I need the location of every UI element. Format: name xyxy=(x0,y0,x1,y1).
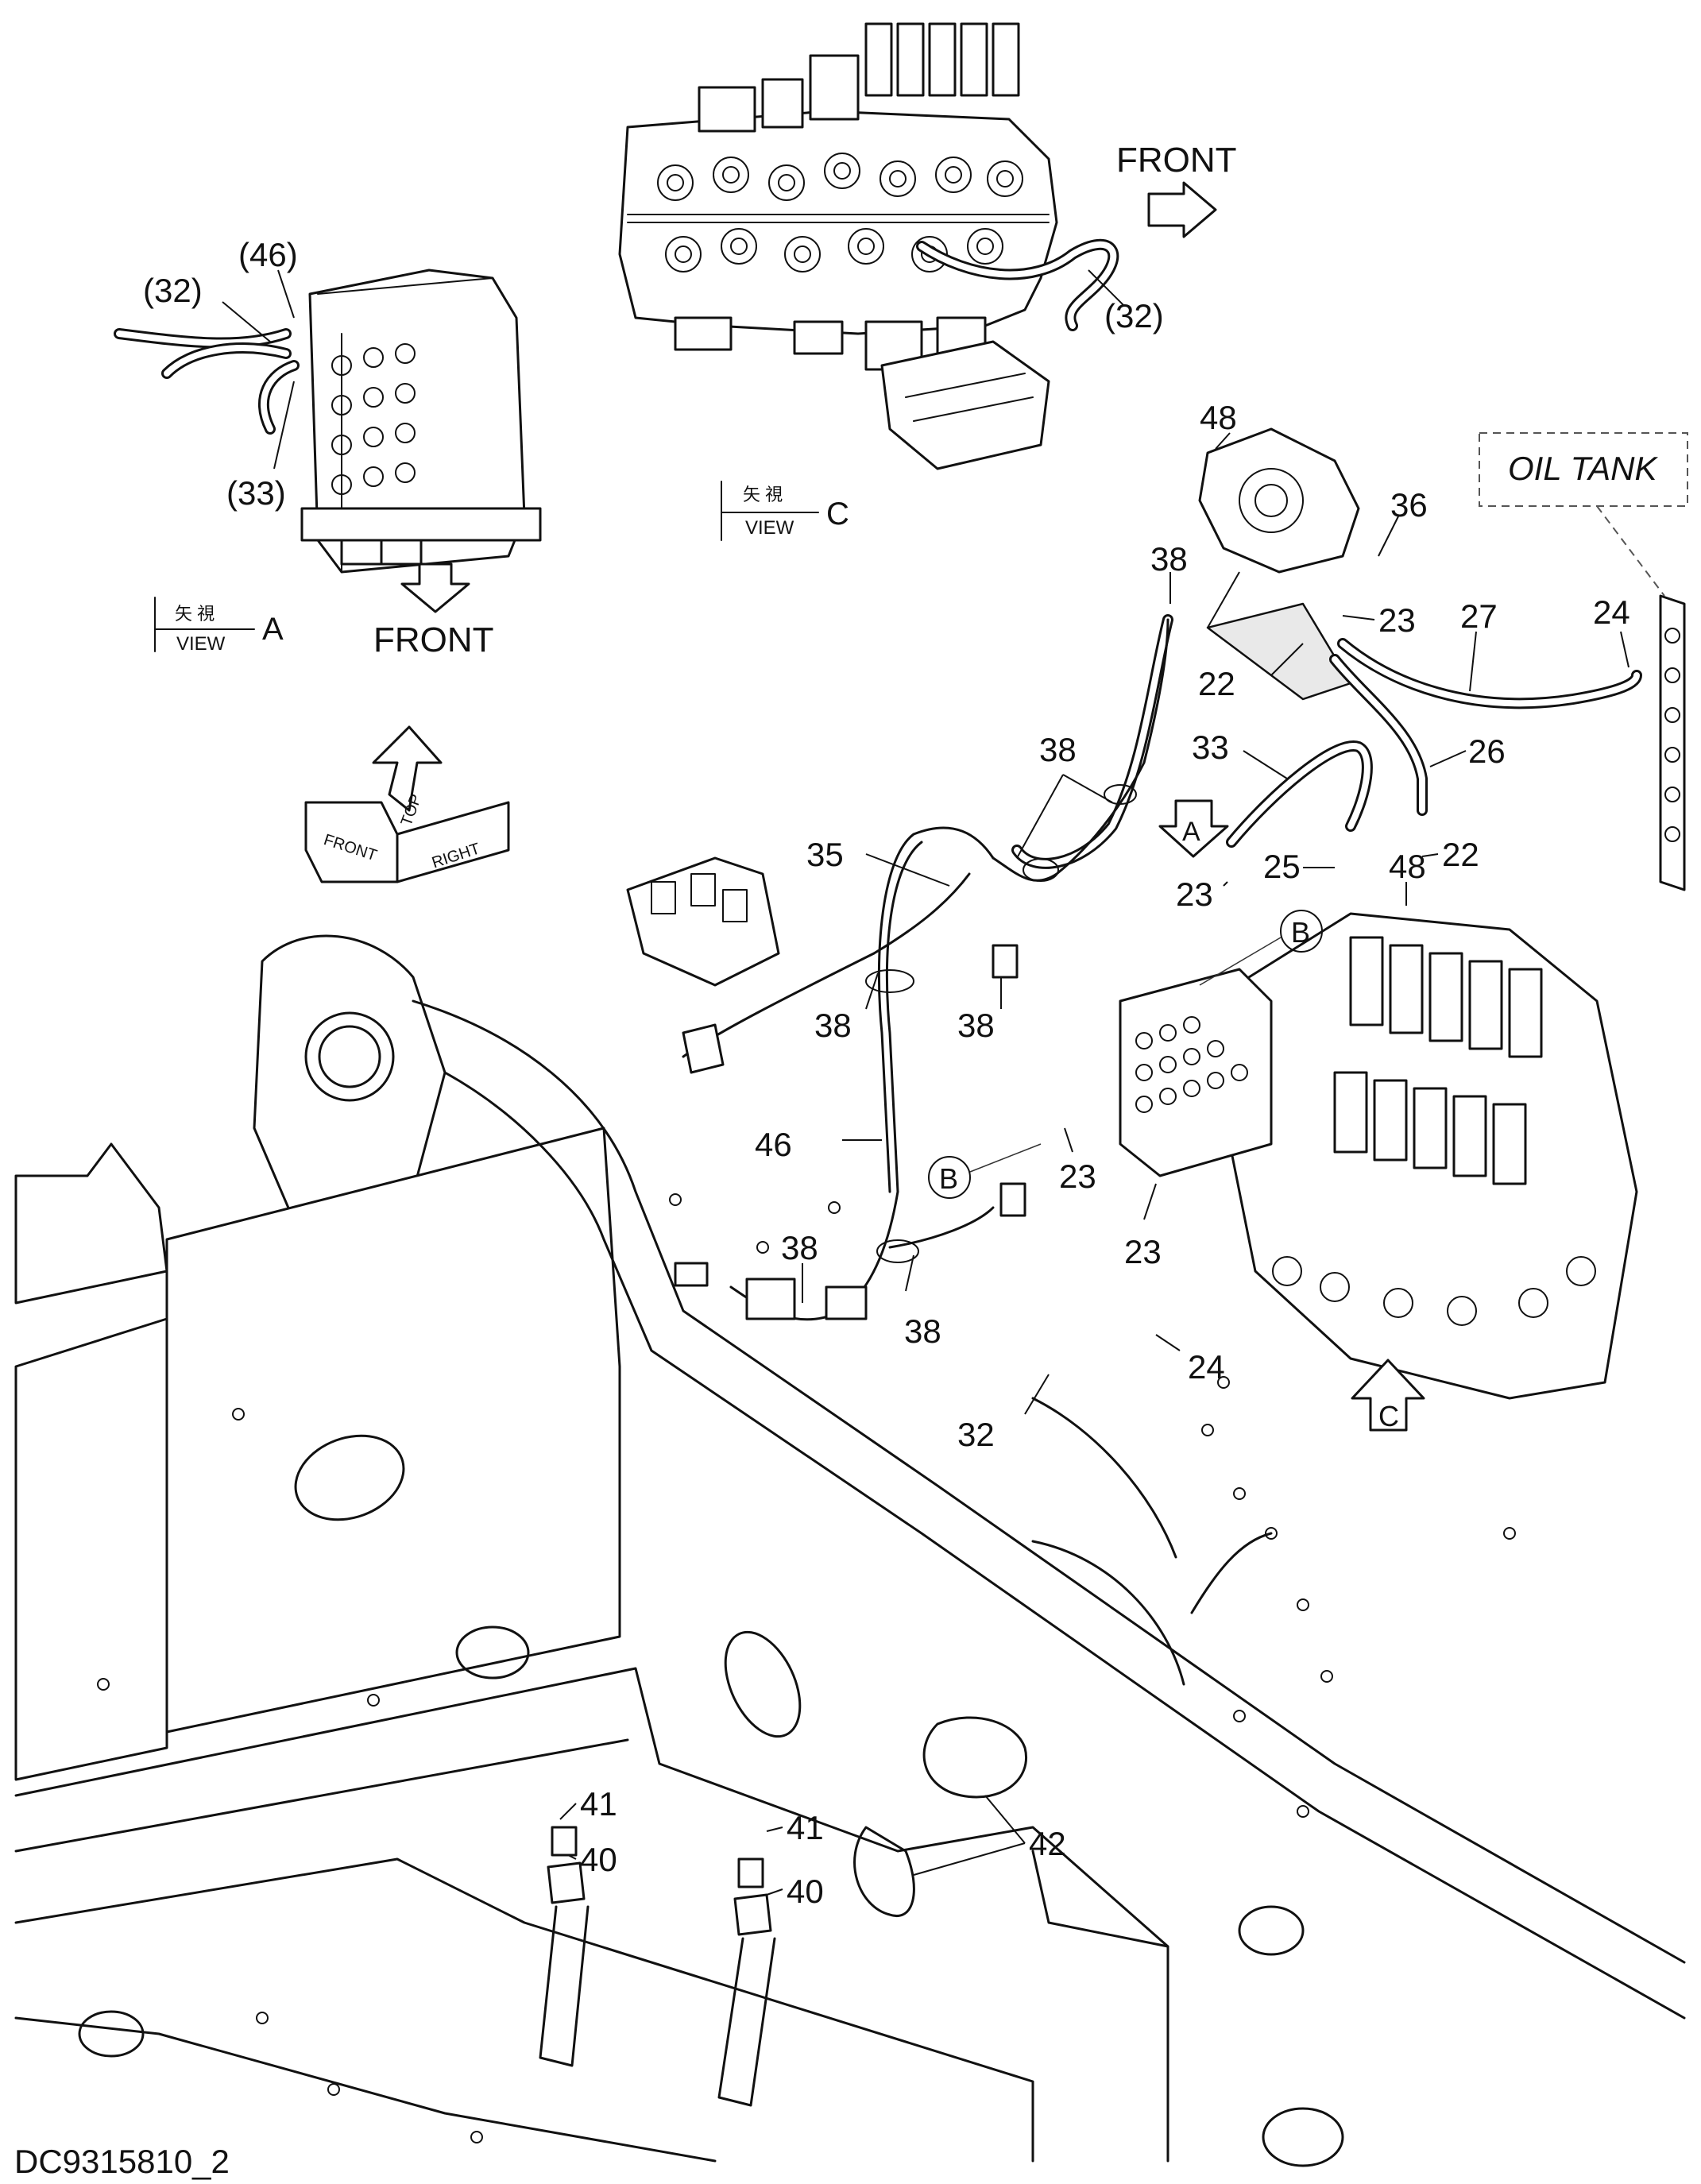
callout-36: 36 xyxy=(1390,486,1428,524)
svg-text:C: C xyxy=(826,497,849,532)
callout-33: 33 xyxy=(1192,729,1229,766)
callout-38-mid: 38 xyxy=(1039,731,1077,768)
callout-24-mid: 24 xyxy=(1188,1348,1225,1386)
callout-22-top: 22 xyxy=(1198,665,1235,702)
control-valve xyxy=(1119,912,1638,1400)
pilot-valve xyxy=(1198,427,1360,701)
orientation-cube-icon: FRONT TOP RIGHT xyxy=(304,725,510,883)
arrow-down-icon: A xyxy=(1158,799,1229,858)
callout-23-a: 23 xyxy=(1176,876,1213,913)
callout-27: 27 xyxy=(1460,597,1498,635)
front-label-view-a: FRONT xyxy=(373,620,494,659)
callout-40-left: 40 xyxy=(580,1841,617,1878)
callout-25: 25 xyxy=(1263,848,1301,885)
oil-tank: OIL TANK xyxy=(1479,432,1688,891)
callout-35: 35 xyxy=(806,836,844,873)
view-arrow-a-label: A xyxy=(1182,817,1200,847)
upper-frame xyxy=(14,934,1686,2167)
callout-32: 32 xyxy=(957,1416,995,1453)
view-c-detail: (32) FRONT 矢 視 VIEW C xyxy=(618,22,1237,541)
callout-42: 42 xyxy=(1029,1825,1066,1862)
svg-text:VIEW: VIEW xyxy=(176,633,226,655)
svg-text:B: B xyxy=(1291,916,1310,949)
callout-48-top: 48 xyxy=(1200,399,1237,436)
harness xyxy=(626,618,1169,1321)
callout-41-left: 41 xyxy=(580,1785,617,1823)
view-a-detail: (46) (32) (33) FRONT 矢 視 VIEW A xyxy=(114,236,542,659)
callout-22-mid: 22 xyxy=(1442,836,1479,873)
callout-38-right: 38 xyxy=(957,1007,995,1044)
callout-23-top: 23 xyxy=(1378,601,1416,639)
view-c-label: 矢 視 VIEW C xyxy=(721,481,849,541)
callout-40-right: 40 xyxy=(787,1873,824,1910)
svg-text:B: B xyxy=(939,1162,958,1195)
detail-b-circle-1: B xyxy=(1199,910,1323,986)
drawing-id: DC9315810_2 xyxy=(14,2143,230,2180)
callout-38-top: 38 xyxy=(1150,540,1188,578)
arrow-down-icon xyxy=(400,562,470,613)
callouts: 48 36 38 23 27 24 22 38 33 26 35 23 25 4… xyxy=(559,399,1630,1910)
view-a-label: 矢 視 VIEW A xyxy=(154,597,284,655)
hoses-upper xyxy=(1011,614,1642,869)
svg-text:A: A xyxy=(262,612,284,647)
callout-32-view-c: (32) xyxy=(1104,297,1164,334)
callout-48-mid: 48 xyxy=(1389,848,1426,885)
front-label-view-c: FRONT xyxy=(1116,141,1237,180)
frame-holes xyxy=(97,1193,1516,2143)
callout-41-right: 41 xyxy=(787,1809,824,1846)
svg-text:VIEW: VIEW xyxy=(745,517,794,539)
oil-tank-label: OIL TANK xyxy=(1508,450,1658,487)
arrow-front-icon xyxy=(1147,181,1217,238)
svg-text:矢 視: 矢 視 xyxy=(743,485,783,504)
callout-46: 46 xyxy=(755,1126,792,1163)
callout-38-lower-l: 38 xyxy=(781,1229,818,1266)
callout-24-top: 24 xyxy=(1593,593,1630,631)
detail-b-circle-2: B xyxy=(928,1143,1042,1199)
view-arrow-c-label: C xyxy=(1378,1400,1399,1432)
clamps xyxy=(539,1716,1027,2107)
callout-32-paren: (32) xyxy=(143,272,203,309)
callout-23-c: 23 xyxy=(1124,1233,1162,1270)
callout-46-paren: (46) xyxy=(238,236,298,273)
callout-26: 26 xyxy=(1468,733,1506,770)
arrow-up-icon: C xyxy=(1351,1359,1425,1432)
callout-38-lower-r: 38 xyxy=(904,1312,941,1350)
callout-33-paren: (33) xyxy=(226,474,286,512)
callout-38-left: 38 xyxy=(814,1007,852,1044)
svg-text:矢 視: 矢 視 xyxy=(175,604,215,624)
callout-23-b: 23 xyxy=(1059,1158,1096,1195)
